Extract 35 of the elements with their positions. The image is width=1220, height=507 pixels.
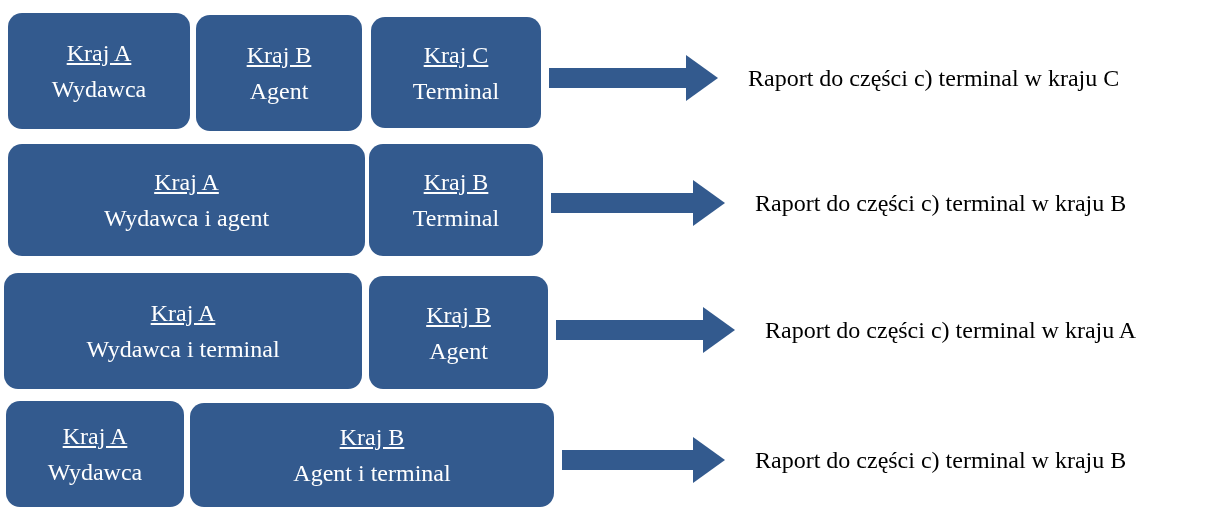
role-label: Agent bbox=[429, 336, 488, 366]
block-arrow bbox=[551, 180, 725, 226]
country-heading: Kraj A bbox=[62, 422, 128, 451]
country-heading: Kraj B bbox=[423, 168, 489, 197]
country-heading: Kraj A bbox=[154, 168, 219, 197]
block-arrow bbox=[556, 307, 735, 353]
role-label: Agent bbox=[249, 77, 309, 106]
role-label: Terminal bbox=[412, 204, 500, 233]
role-label: Wydawca i agent bbox=[103, 204, 270, 233]
country-heading: Kraj B bbox=[339, 423, 405, 452]
report-text: Raport do części c) terminal w kraju B bbox=[755, 432, 1210, 488]
country-box bbox=[8, 144, 365, 256]
country-heading: Kraj A bbox=[66, 39, 132, 68]
role-label: Wydawca i terminal bbox=[86, 335, 280, 364]
role-label: Wydawca bbox=[51, 75, 147, 104]
country-box bbox=[369, 276, 548, 389]
country-heading: Kraj B bbox=[246, 41, 312, 70]
country-box bbox=[8, 13, 190, 129]
block-arrow bbox=[549, 55, 718, 101]
country-box bbox=[371, 17, 541, 128]
country-box bbox=[369, 144, 543, 256]
role-label: Agent i terminal bbox=[293, 459, 451, 488]
block-arrow bbox=[562, 437, 725, 483]
country-heading: Kraj B bbox=[426, 300, 491, 330]
report-text: Raport do części c) terminal w kraju C bbox=[748, 50, 1208, 106]
country-box bbox=[196, 15, 362, 131]
role-label: Terminal bbox=[412, 76, 500, 106]
country-heading: Kraj A bbox=[150, 299, 216, 328]
country-box bbox=[190, 403, 554, 507]
country-box bbox=[4, 273, 362, 389]
role-label: Wydawca bbox=[47, 458, 143, 487]
country-heading: Kraj C bbox=[423, 40, 489, 70]
country-box bbox=[6, 401, 184, 507]
report-text: Raport do części c) terminal w kraju A bbox=[765, 302, 1220, 358]
report-text: Raport do części c) terminal w kraju B bbox=[755, 175, 1210, 231]
